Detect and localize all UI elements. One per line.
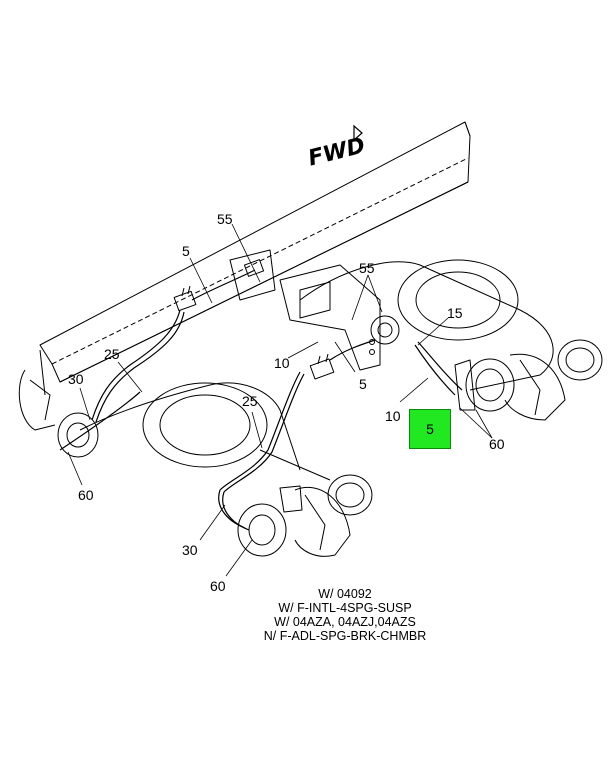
- note-line: W/ F-INTL-4SPG-SUSP: [278, 601, 412, 615]
- brake-chamber-left: [18, 349, 99, 458]
- brake-chamber-right: [454, 353, 566, 421]
- applicability-notes: W/ 04092 W/ F-INTL-4SPG-SUSP W/ 04AZA, 0…: [260, 587, 430, 643]
- callout-30-bottom[interactable]: 30: [182, 542, 198, 558]
- air-valve-lower: [309, 353, 335, 380]
- callout-10-right[interactable]: 10: [385, 408, 401, 424]
- callout-5-mid[interactable]: 5: [359, 376, 367, 392]
- note-line: N/ F-ADL-SPG-BRK-CHMBR: [263, 629, 427, 643]
- note-line: W/ 04092: [318, 587, 372, 601]
- callout-60-bottom[interactable]: 60: [210, 578, 226, 594]
- brake-chamber-bottom: [237, 485, 351, 557]
- front-axle-housing: [79, 382, 373, 516]
- note-line: W/ 04AZA, 04AZJ,04AZS: [274, 615, 416, 629]
- callout-15[interactable]: 15: [447, 305, 463, 321]
- forward-arrow-icon: [353, 124, 363, 142]
- callout-60-right[interactable]: 60: [489, 436, 505, 452]
- callout-25-center[interactable]: 25: [242, 393, 258, 409]
- callout-55-right[interactable]: 55: [359, 260, 375, 276]
- callout-30-left[interactable]: 30: [68, 371, 84, 387]
- highlighted-callout-5[interactable]: 5: [409, 409, 451, 449]
- callout-5-upper-left[interactable]: 5: [182, 243, 190, 259]
- callout-60-left[interactable]: 60: [78, 487, 94, 503]
- rear-axle-housing: [299, 259, 603, 391]
- callout-10-mid[interactable]: 10: [274, 355, 290, 371]
- callout-55-top[interactable]: 55: [217, 211, 233, 227]
- air-hoses: [59, 269, 463, 531]
- air-valve-upper: [173, 285, 197, 312]
- leader-lines: [67, 223, 493, 577]
- cross-member-bracket: [229, 249, 400, 371]
- callout-25-left[interactable]: 25: [104, 346, 120, 362]
- frame-rail: [39, 121, 471, 383]
